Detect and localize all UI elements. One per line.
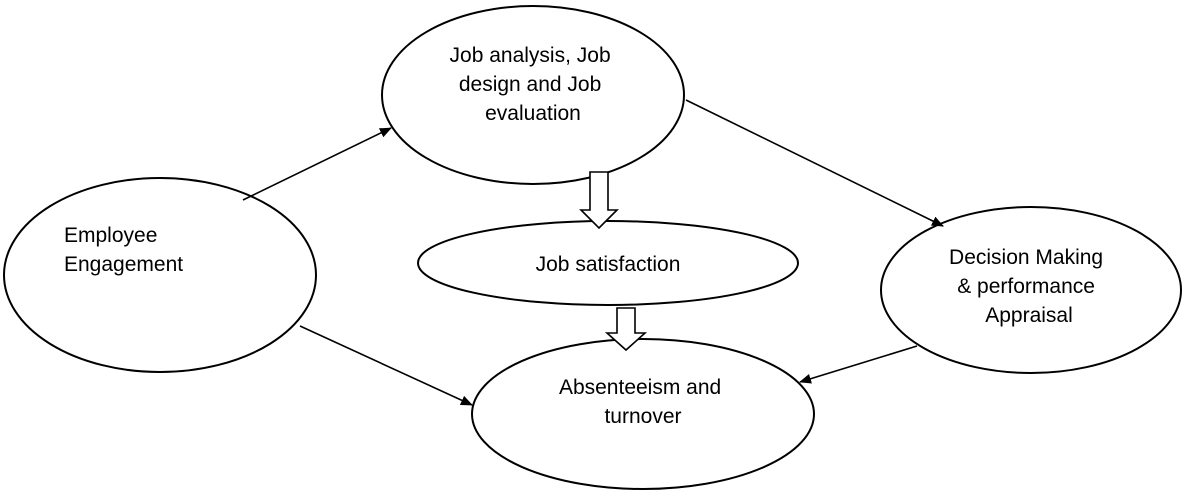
arrow-job-analysis-to-decision-making [685, 99, 944, 227]
employee-engagement-ellipse [3, 177, 317, 373]
job-satisfaction-ellipse [417, 220, 799, 306]
block-arrow-satisfaction-to-absenteeism [604, 307, 648, 352]
arrow-engagement-to-absenteeism [299, 325, 473, 406]
decision-making-ellipse [880, 206, 1182, 374]
job-analysis-line-1: Job analysis, Job [450, 44, 611, 67]
job-satisfaction-label: Job satisfaction [536, 253, 681, 276]
employee-engagement-line-1: Employee [64, 224, 157, 247]
job-analysis-ellipse [381, 5, 685, 185]
block-arrow-job-analysis-to-satisfaction [579, 171, 619, 230]
arrow-engagement-to-job-analysis [242, 127, 392, 201]
job-analysis-line-3: evaluation [485, 102, 581, 125]
decision-making-line-3: Appraisal [985, 304, 1073, 327]
decision-making-line-1: Decision Making [949, 246, 1103, 269]
decision-making-line-2: & performance [957, 275, 1095, 298]
arrow-decision-making-to-absenteeism [799, 345, 918, 384]
employee-engagement-label: Employee Engagement [64, 224, 183, 276]
absenteeism-line-2: turnover [604, 405, 681, 428]
decision-making-label: Decision Making & performance Appraisal [949, 246, 1109, 327]
job-analysis-label: Job analysis, Job design and Job evaluat… [450, 44, 617, 125]
job-satisfaction-line-1: Job satisfaction [536, 253, 681, 276]
absenteeism-line-1: Absenteeism and [559, 376, 721, 399]
job-analysis-line-2: design and Job [459, 73, 601, 96]
absenteeism-label: Absenteeism and turnover [559, 376, 727, 428]
employee-engagement-line-2: Engagement [64, 253, 183, 276]
absenteeism-ellipse [471, 338, 815, 490]
